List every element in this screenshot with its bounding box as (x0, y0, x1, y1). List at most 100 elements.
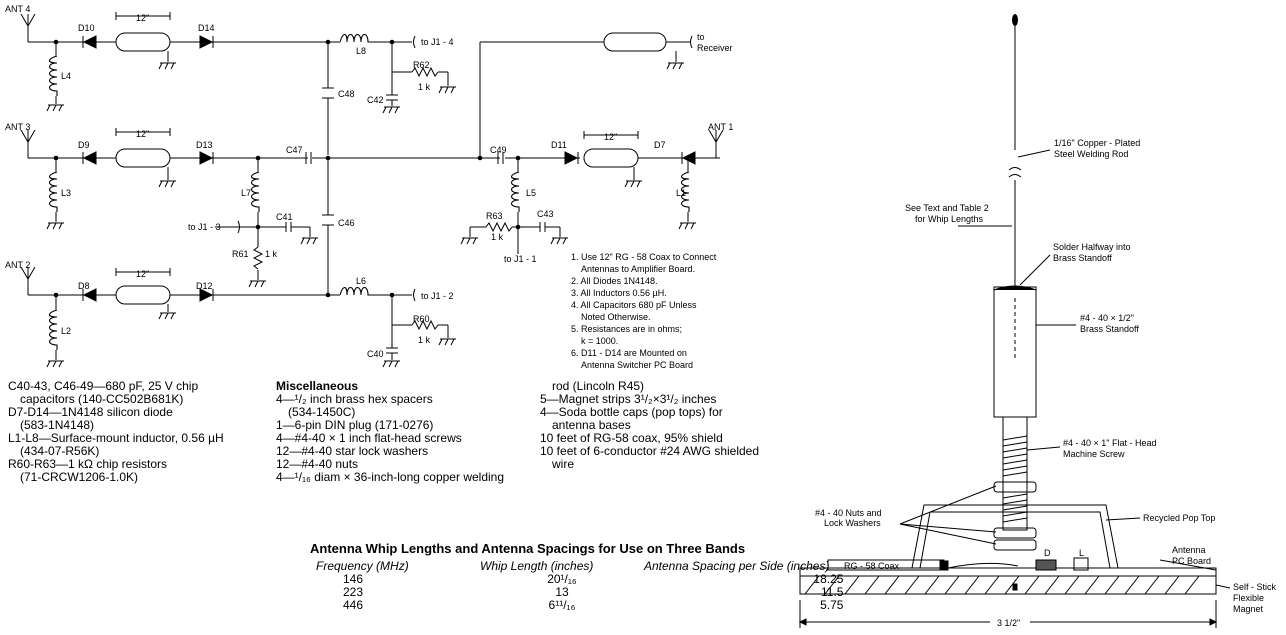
magnet-label-2: Flexible (1233, 593, 1264, 603)
to-j1-2: to J1 - 2 (421, 291, 454, 301)
table-cell: 223 (343, 585, 364, 599)
to-j1-1: to J1 - 1 (504, 254, 537, 264)
coax-length-2: 12" (136, 129, 149, 139)
table-row: 446 6¹¹/₁₆ 5.75 (310, 599, 843, 612)
c46-label: C46 (338, 218, 355, 228)
coax-length-3: 12" (136, 269, 149, 279)
solder-label-2: Brass Standoff (1053, 253, 1112, 263)
whip-length-table: Antenna Whip Lengths and Antenna Spacing… (310, 541, 843, 612)
table-cell: 6¹¹/₁₆ (548, 598, 576, 612)
table-cell: 20¹/₁₆ (547, 572, 577, 586)
antenna-1-icon (708, 130, 724, 146)
to-j1-3: to J1 - 3 (188, 222, 221, 232)
l4-label: L4 (61, 71, 71, 81)
c49-label: C49 (490, 145, 507, 155)
standoff-label-1: #4 - 40 × 1/2" (1080, 313, 1134, 323)
c42-label: C42 (367, 95, 384, 105)
note-line: 3. All Inductors 0.56 µH. (571, 288, 667, 298)
r63-value: 1 k (491, 232, 504, 242)
parts-item: R60-R63—1 kΩ chip resistors (8, 457, 168, 471)
parts-item: 10 feet of 6-conductor #24 AWG shielded (540, 444, 760, 458)
magnet-label-1: Self - Stick (1233, 582, 1277, 592)
pc-board-label-1: Antenna (1172, 545, 1206, 555)
r60-label: R60 (413, 314, 430, 324)
parts-item: 10 feet of RG-58 coax, 95% shield (540, 431, 723, 445)
table-cell: 13 (555, 585, 569, 599)
nuts-label-2: Lock Washers (824, 518, 881, 528)
l3-label: L3 (61, 188, 71, 198)
r61-value: 1 k (265, 249, 278, 259)
parts-item: rod (Lincoln R45) (552, 379, 645, 393)
note-line: 6. D11 - D14 are Mounted on (571, 348, 687, 358)
coax-segments (115, 32, 677, 312)
header-spacing: Antenna Spacing per Side (inches) (644, 559, 830, 573)
r60-value: 1 k (418, 335, 431, 345)
misc-heading: Miscellaneous (276, 379, 359, 393)
l2-label: L2 (61, 326, 71, 336)
parts-item: 5—Magnet strips 3¹/₂×3¹/₂ inches (540, 392, 717, 406)
parts-item: C40-43, C46-49—680 pF, 25 V chip (8, 379, 199, 393)
ant3-label: ANT 3 (5, 122, 30, 132)
screw-label-1: #4 - 40 × 1" Flat - Head (1063, 438, 1157, 448)
r63-label: R63 (486, 211, 503, 221)
diode-symbols (82, 35, 696, 302)
d-component-label: D (1044, 548, 1051, 558)
parts-item: (534-1450C) (288, 405, 356, 419)
d11-label: D11 (551, 140, 567, 150)
ant4-label: ANT 4 (5, 4, 30, 14)
c47-label: C47 (286, 145, 303, 155)
screw-label-2: Machine Screw (1063, 449, 1125, 459)
l8-label: L8 (356, 46, 366, 56)
parts-item: antenna bases (552, 418, 631, 432)
note-line: Antennas to Amplifier Board. (581, 264, 696, 274)
antenna-4-icon (20, 14, 36, 30)
parts-list-col1: C40-43, C46-49—680 pF, 25 V chip capacit… (8, 380, 224, 484)
note-line: Noted Otherwise. (581, 312, 651, 322)
parts-item: 4—¹/₁₆ diam × 36-inch-long copper weldin… (276, 470, 505, 484)
note-line: 1. Use 12" RG - 58 Coax to Connect (571, 252, 717, 262)
parts-item: (71-CRCW1206-1.0K) (20, 470, 139, 484)
schematic-notes: 1. Use 12" RG - 58 Coax to Connect Anten… (571, 251, 781, 371)
table-row: 223 13 11.5 (310, 586, 843, 599)
parts-item: capacitors (140-CC502B681K) (20, 392, 184, 406)
receiver-label: Receiver (697, 43, 733, 53)
parts-item: (583-1N4148) (20, 418, 95, 432)
table-cell: 18.25 (813, 572, 844, 586)
parts-list-col3: rod (Lincoln R45) 5—Magnet strips 3¹/₂×3… (540, 380, 759, 471)
whip-length-note-2: for Whip Lengths (915, 214, 984, 224)
d9-label: D9 (78, 140, 90, 150)
d12-label: D12 (196, 281, 213, 291)
standoff-label-2: Brass Standoff (1080, 324, 1139, 334)
header-whip-length: Whip Length (inches) (480, 559, 594, 573)
coax-length-1: 12" (136, 13, 149, 23)
d13-label: D13 (196, 140, 213, 150)
pop-top-label: Recycled Pop Top (1143, 513, 1215, 523)
l-component-label: L (1079, 548, 1084, 558)
note-line: 4. All Capacitors 680 pF Unless (571, 300, 697, 310)
c41-label: C41 (276, 212, 293, 222)
coax-length-4: 12" (604, 132, 617, 142)
note-line: Antenna Switcher PC Board (581, 360, 694, 370)
to-j1-4: to J1 - 4 (421, 37, 454, 47)
pc-board-label-2: PC Board (1172, 556, 1211, 566)
table-cell: 5.75 (820, 598, 844, 612)
rg58-coax-label: RG - 58 Coax (844, 561, 900, 571)
parts-item: 4—Soda bottle caps (pop tops) for (540, 405, 723, 419)
r62-value: 1 k (418, 82, 431, 92)
note-line: 5. Resistances are in ohms; (571, 324, 683, 334)
c40-label: C40 (367, 349, 384, 359)
parts-item: 4—#4-40 × 1 inch flat-head screws (276, 431, 462, 445)
table-cell: 446 (343, 598, 364, 612)
header-frequency: Frequency (MHz) (316, 559, 409, 573)
table-title: Antenna Whip Lengths and Antenna Spacing… (310, 541, 746, 556)
solder-label-1: Solder Halfway into (1053, 242, 1131, 252)
r62-label: R62 (413, 60, 430, 70)
table-cell: 11.5 (820, 585, 844, 599)
table-row: 146 20¹/₁₆ 18.25 (310, 573, 843, 586)
parts-item: (434-07-R56K) (20, 444, 100, 458)
nuts-label-1: #4 - 40 Nuts and (815, 508, 882, 518)
l1-label: L1 (676, 188, 686, 198)
parts-item: L1-L8—Surface-mount inductor, 0.56 µH (8, 431, 224, 445)
parts-item: wire (552, 457, 575, 471)
antenna-3-icon (20, 130, 36, 146)
